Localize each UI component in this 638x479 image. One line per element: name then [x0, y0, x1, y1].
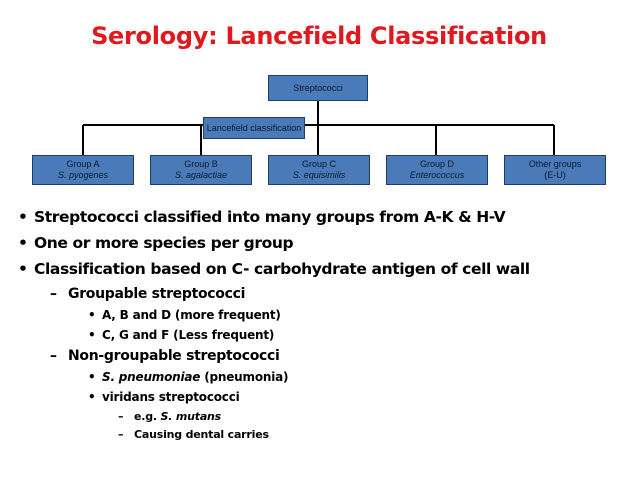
sub-bullet-item: Non-groupable streptococci: [50, 348, 628, 364]
bullet-item: Streptococci classified into many groups…: [18, 208, 628, 226]
group-node-b: Group B S. agalactiae: [150, 155, 252, 185]
group-name: Group B: [184, 159, 218, 169]
group-species: S. pyogenes: [57, 170, 109, 180]
bullet-item: One or more species per group: [18, 234, 628, 252]
group-node-c: Group C S. equisimilis: [268, 155, 370, 185]
hierarchy-connectors: [82, 101, 555, 155]
group-name: Group C: [301, 159, 336, 169]
example-item: Causing dental carries: [118, 428, 628, 441]
sub-bullet-item: Groupable streptococci: [50, 286, 628, 302]
group-name: Other groups: [528, 159, 582, 169]
bullet-item: Classification based on C- carbohydrate …: [18, 260, 628, 278]
group-species: Enterococcus: [409, 170, 465, 180]
species-name: S. mutans: [160, 410, 222, 423]
sub-sub-bullet-item: S. pneumoniae (pneumonia): [88, 370, 628, 384]
page-title: Serology: Lancefield Classification: [91, 22, 547, 50]
sub-sub-bullet-item: C, G and F (Less frequent): [88, 328, 628, 342]
group-species: S. equisimilis: [292, 170, 346, 180]
root-label: Streptococci: [293, 82, 343, 93]
sub-sub-bullet-item: viridans streptococci: [88, 390, 628, 404]
classifier-node: Lancefield classification: [203, 117, 305, 139]
group-node-other: Other groups (E-U): [504, 155, 606, 185]
bullet-list: Streptococci classified into many groups…: [18, 208, 628, 446]
group-species: (E-U): [544, 170, 566, 180]
group-species: S. agalactiae: [174, 170, 228, 180]
disease-note: (pneumonia): [200, 370, 289, 384]
group-node-a: Group A S. pyogenes: [32, 155, 134, 185]
classifier-label: Lancefield classification: [206, 122, 302, 133]
species-name: S. pneumoniae: [102, 370, 201, 384]
group-node-d: Group D Enterococcus: [386, 155, 488, 185]
sub-sub-bullet-item: A, B and D (more frequent): [88, 308, 628, 322]
example-prefix: e.g.: [134, 410, 161, 423]
group-name: Group D: [419, 159, 454, 169]
root-node: Streptococci: [268, 75, 368, 101]
group-name: Group A: [66, 159, 100, 169]
example-item: e.g. S. mutans: [118, 410, 628, 423]
